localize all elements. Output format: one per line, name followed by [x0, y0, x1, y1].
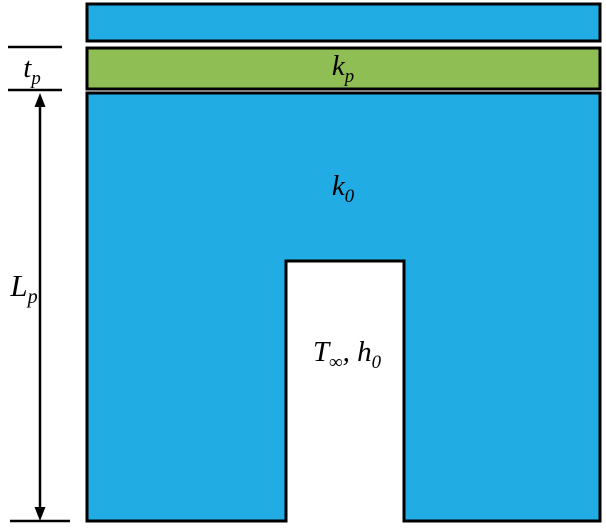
green-layer: [85, 46, 602, 91]
main-block: [85, 91, 602, 523]
h0-base: h: [357, 336, 372, 368]
k0-label: k0: [331, 170, 354, 206]
label-separator: ,: [342, 336, 358, 368]
lp-arrowhead-up: [34, 93, 46, 107]
top-slab: [85, 2, 602, 43]
tp-label: tp: [23, 52, 40, 88]
lp-sub: p: [27, 286, 38, 309]
lp-base: L: [10, 268, 28, 303]
tp-base: t: [23, 52, 32, 84]
h0-sub: 0: [371, 351, 381, 373]
k0-base: k: [331, 170, 345, 202]
lp-label: Lp: [10, 268, 37, 307]
tp-sub: p: [31, 67, 41, 89]
t-inf-h0-label: T∞, h0: [313, 336, 381, 372]
t-inf-sub: ∞: [329, 351, 343, 373]
kp-sub: p: [344, 65, 355, 87]
kp-label: kp: [331, 50, 354, 86]
kp-base: k: [331, 50, 345, 82]
t-inf-base: T: [313, 336, 330, 368]
k0-sub: 0: [344, 185, 355, 207]
lp-arrowhead-down: [34, 507, 46, 521]
